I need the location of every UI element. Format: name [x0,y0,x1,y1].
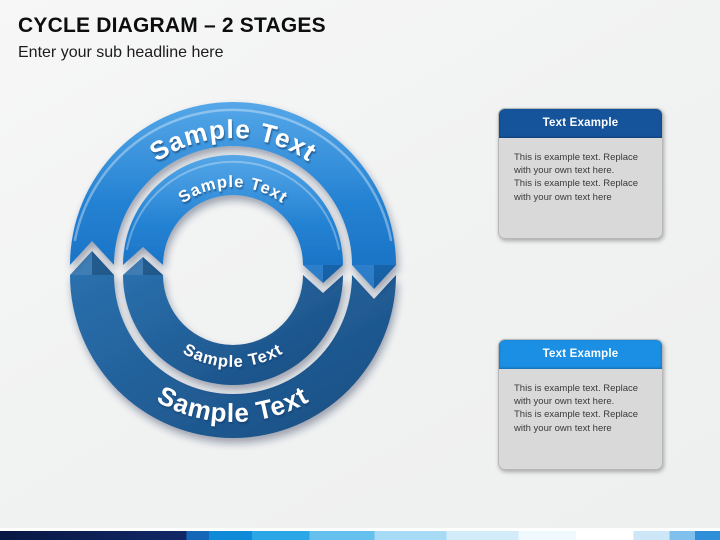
callout-box-2: Text Example This is example text. Repla… [498,339,663,470]
inner-ring-bottom-segment [123,257,343,385]
outer-ring-highlight [73,108,393,242]
bevel-face [123,257,143,275]
arrow-bevels [70,251,396,289]
inner-ring-top-shape [123,155,343,283]
page-title: CYCLE DIAGRAM – 2 STAGES [18,14,326,37]
bevel-face [303,265,323,283]
page-subtitle: Enter your sub headline here [18,44,224,61]
outer-ring-top-shape [70,102,396,289]
bevel-face [352,265,374,289]
bevel-face [143,257,163,275]
outer-ring-bottom-shape [70,251,396,438]
bevel-face [92,251,114,275]
bevel-face [323,265,343,283]
callout-1-body: This is example text. Replace with your … [514,152,639,203]
bevel-face [70,251,92,275]
callout-2-body: This is example text. Replace with your … [514,383,639,434]
footer-gradient-bar [0,531,720,540]
outer-ring-top-segment [70,102,396,289]
callout-2-header: Text Example [499,340,662,369]
callout-1-header: Text Example [499,109,662,138]
footer-highlight-strip [0,528,720,531]
bevel-face [374,265,396,289]
inner-ring-bottom-shape [123,257,343,385]
callout-box-1: Text Example This is example text. Repla… [498,108,663,239]
inner-ring-top-segment [123,155,343,283]
outer-ring-bottom-segment [70,251,396,438]
slide-header: CYCLE DIAGRAM – 2 STAGES Enter your sub … [18,13,326,62]
inner-ring-highlight [126,160,340,250]
